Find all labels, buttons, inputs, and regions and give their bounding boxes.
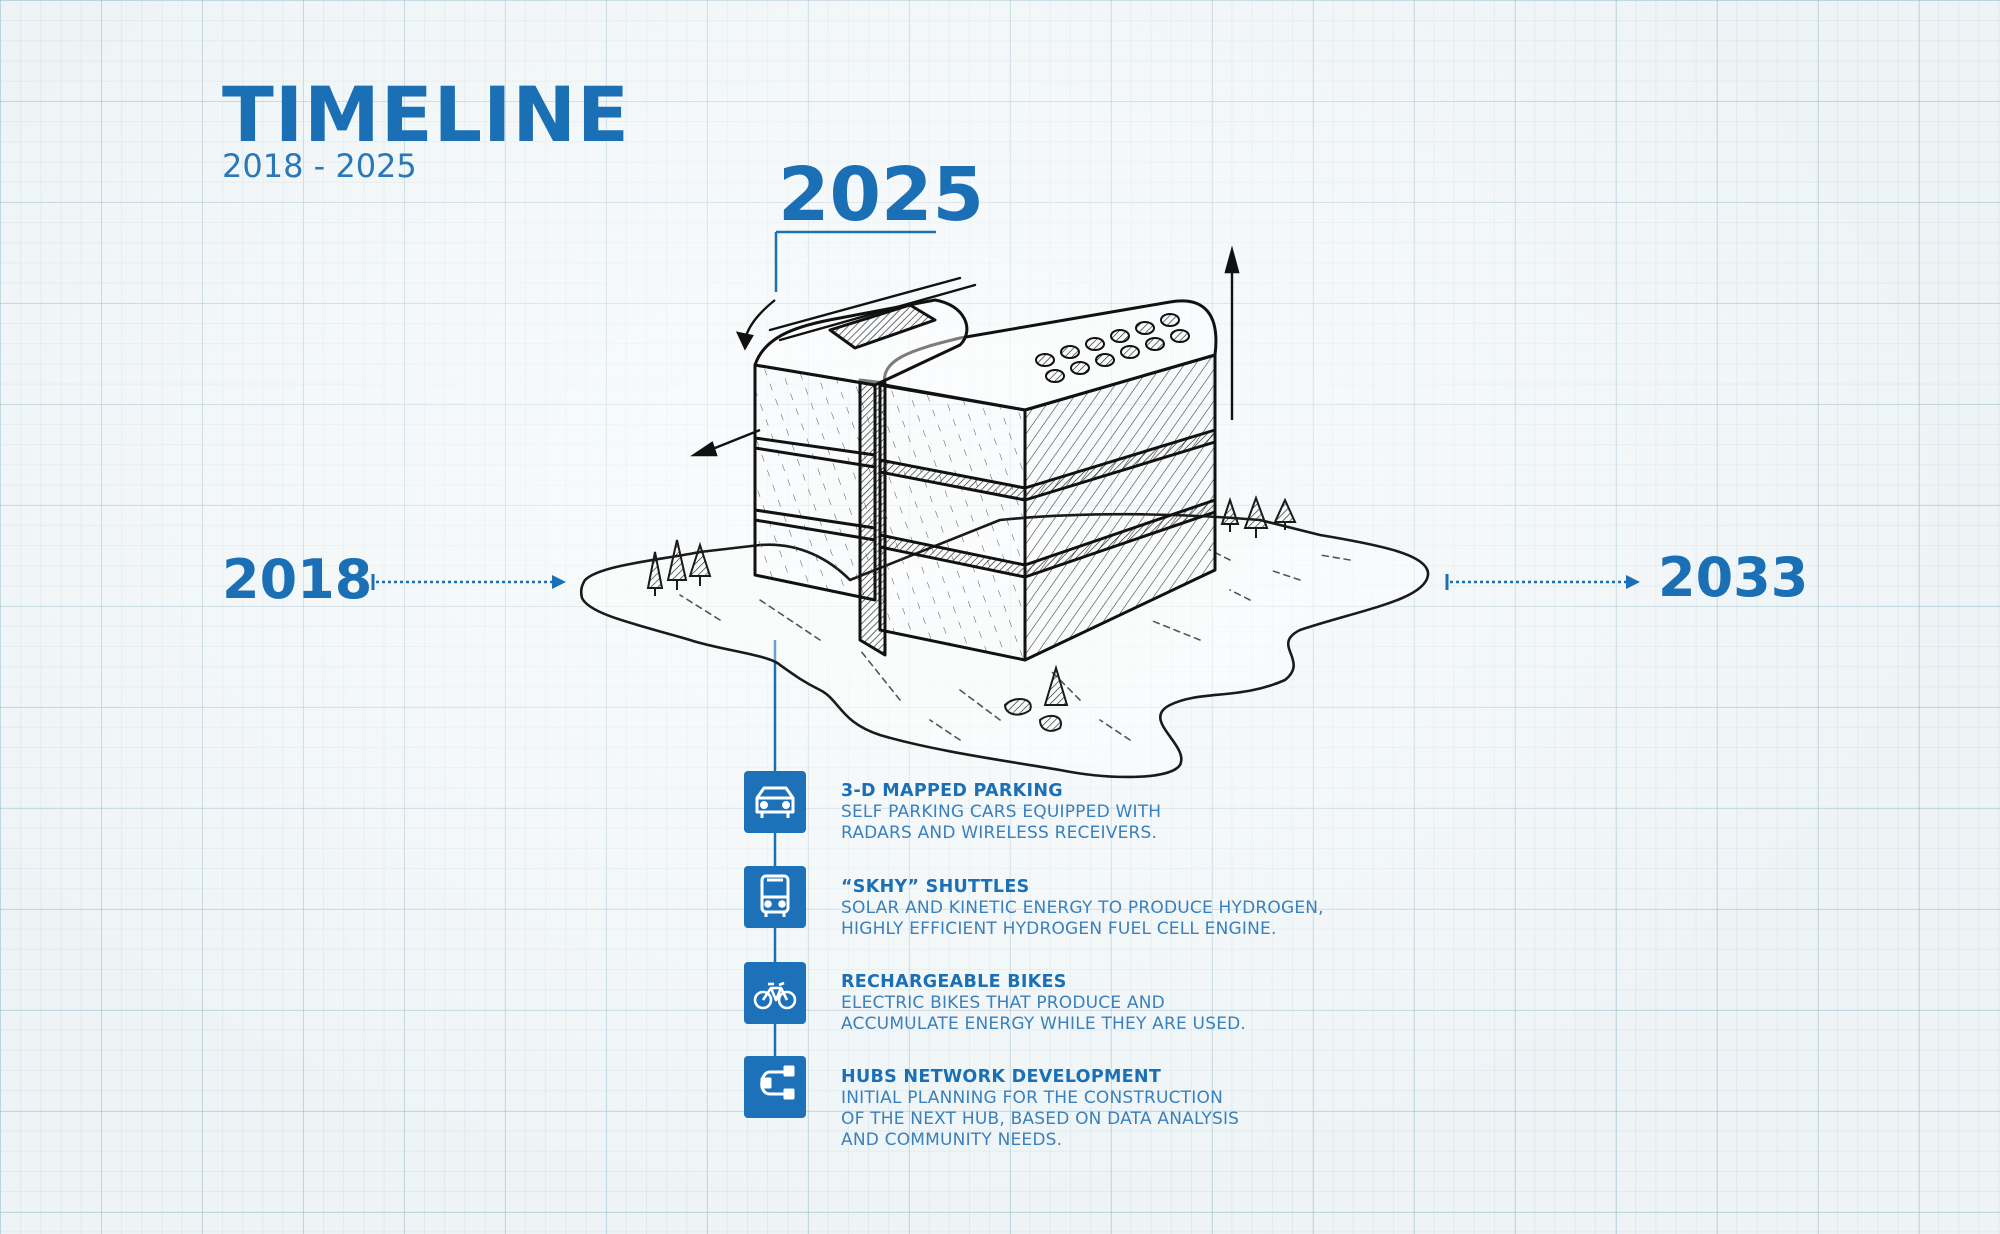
- item-title: RECHARGEABLE BIKES: [841, 972, 1067, 992]
- timeline-right-arrow: [1445, 574, 1640, 590]
- end-year-label: 2033: [1658, 546, 1809, 609]
- tree-cluster-bottom: [1003, 664, 1069, 732]
- list-item: “SKHY” SHUTTLES SOLAR AND KINETIC ENERGY…: [841, 877, 1541, 940]
- tree-cluster-right: [1220, 495, 1297, 538]
- current-year-bracket: [774, 230, 936, 292]
- current-year-label: 2025: [778, 152, 984, 238]
- item-title: “SKHY” SHUTTLES: [841, 877, 1030, 897]
- item-description: ELECTRIC BIKES THAT PRODUCE AND ACCUMULA…: [841, 993, 1247, 1034]
- item-description: SOLAR AND KINETIC ENERGY TO PRODUCE HYDR…: [841, 898, 1324, 939]
- parking-item-icon-box: [744, 771, 806, 833]
- item-description: INITIAL PLANNING FOR THE CONSTRUCTION OF…: [841, 1088, 1240, 1150]
- bike-item-icon-box: [744, 962, 806, 1024]
- list-item: RECHARGEABLE BIKES ELECTRIC BIKES THAT P…: [841, 972, 1541, 1035]
- item-description: SELF PARKING CARS EQUIPPED WITH RADARS A…: [841, 802, 1162, 843]
- list-item: 3-D MAPPED PARKING SELF PARKING CARS EQU…: [841, 781, 1541, 844]
- sketch-arrows: [690, 245, 1240, 457]
- list-item: HUBS NETWORK DEVELOPMENT INITIAL PLANNIN…: [841, 1067, 1541, 1151]
- shuttle-item-icon-box: [744, 866, 806, 928]
- hubs-item-icon-box: [744, 1056, 806, 1118]
- timeline-left-arrow: [371, 574, 566, 590]
- item-title: 3-D MAPPED PARKING: [841, 781, 1063, 801]
- start-year-label: 2018: [222, 548, 373, 611]
- page-subtitle: 2018 - 2025: [222, 147, 417, 185]
- item-title: HUBS NETWORK DEVELOPMENT: [841, 1067, 1162, 1087]
- building-sketch: [753, 276, 1218, 662]
- tree-cluster-left: [646, 539, 712, 596]
- page-title: TIMELINE: [222, 70, 630, 159]
